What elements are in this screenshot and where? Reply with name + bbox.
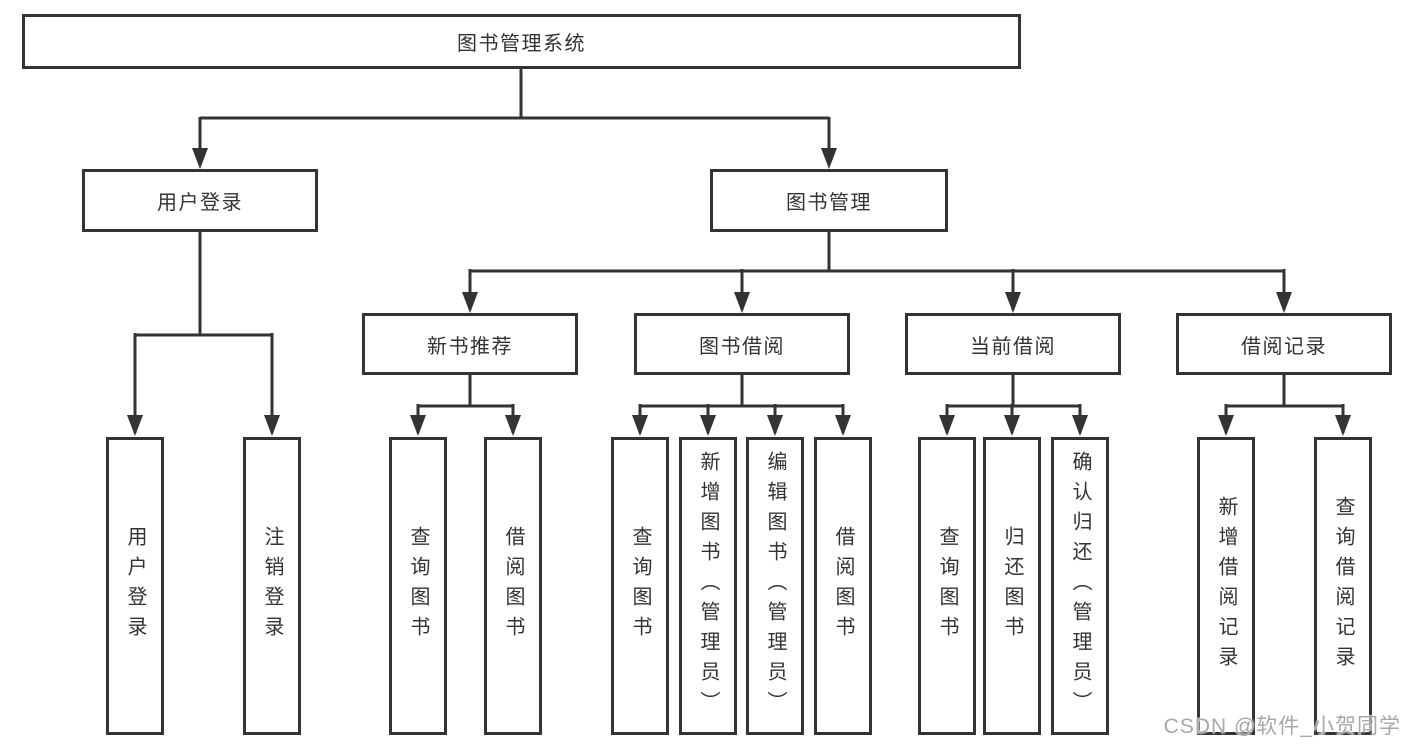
leaf-current-query-books-label: 查询图书	[936, 526, 958, 646]
node-library-system: 图书管理系统	[22, 14, 1021, 69]
leaf-borrowing-add-books-admin: 新增图书（管理员）	[679, 437, 737, 735]
node-book-borrowing-label: 图书借阅	[699, 335, 785, 358]
arrowhead-icon	[1005, 292, 1021, 313]
node-borrowing-records: 借阅记录	[1176, 313, 1392, 375]
arrowhead-icon	[1072, 415, 1088, 436]
arrowhead-icon	[505, 415, 521, 436]
node-current-borrowing: 当前借阅	[905, 313, 1121, 375]
node-new-book-recommend: 新书推荐	[362, 313, 578, 375]
arrowhead-icon	[835, 415, 851, 436]
arrowhead-icon	[1004, 415, 1020, 436]
arrowhead-icon	[767, 415, 783, 436]
leaf-records-add-record-label: 新增借阅记录	[1215, 496, 1237, 676]
leaf-logout: 注销登录	[243, 437, 301, 735]
node-borrowing-records-label: 借阅记录	[1241, 335, 1327, 358]
node-book-management-label: 图书管理	[786, 192, 872, 214]
arrowhead-icon	[462, 292, 478, 313]
leaf-recommend-query-books: 查询图书	[389, 437, 447, 735]
arrowhead-icon	[410, 415, 426, 436]
leaf-user-login-label: 用户登录	[124, 526, 146, 646]
leaf-borrowing-edit-books-admin-label: 编辑图书（管理员）	[764, 451, 786, 721]
leaf-current-confirm-return-admin: 确认归还（管理员）	[1051, 437, 1109, 735]
leaf-borrowing-borrow-books: 借阅图书	[814, 437, 872, 735]
leaf-user-login: 用户登录	[106, 437, 164, 735]
leaf-borrowing-query-books: 查询图书	[611, 437, 669, 735]
arrowhead-icon	[264, 415, 280, 436]
node-new-book-recommend-label: 新书推荐	[427, 335, 513, 358]
leaf-borrowing-add-books-admin-label: 新增图书（管理员）	[697, 451, 719, 721]
node-user-login: 用户登录	[82, 169, 318, 232]
arrowhead-icon	[1335, 415, 1351, 436]
node-user-login-label: 用户登录	[157, 192, 243, 214]
node-library-system-label: 图书管理系统	[457, 33, 586, 55]
arrowhead-icon	[192, 148, 208, 169]
node-current-borrowing-label: 当前借阅	[970, 335, 1056, 358]
node-book-borrowing: 图书借阅	[634, 313, 850, 375]
node-book-management: 图书管理	[710, 169, 948, 232]
leaf-recommend-borrow-books-label: 借阅图书	[502, 526, 524, 646]
arrowhead-icon	[734, 292, 750, 313]
arrowhead-icon	[821, 148, 837, 169]
leaf-recommend-query-books-label: 查询图书	[407, 526, 429, 646]
arrowhead-icon	[632, 415, 648, 436]
leaf-records-add-record: 新增借阅记录	[1197, 437, 1255, 735]
arrowhead-icon	[1276, 292, 1292, 313]
arrowhead-icon	[127, 415, 143, 436]
leaf-borrowing-borrow-books-label: 借阅图书	[832, 526, 854, 646]
arrowhead-icon	[1218, 415, 1234, 436]
leaf-current-query-books: 查询图书	[918, 437, 976, 735]
leaf-current-return-books: 归还图书	[983, 437, 1041, 735]
leaf-current-return-books-label: 归还图书	[1001, 526, 1023, 646]
leaf-borrowing-edit-books-admin: 编辑图书（管理员）	[746, 437, 804, 735]
leaf-borrowing-query-books-label: 查询图书	[629, 526, 651, 646]
arrowhead-icon	[700, 415, 716, 436]
leaf-records-query-record: 查询借阅记录	[1314, 437, 1372, 735]
watermark: CSDN @软件_小贺同学	[1163, 715, 1401, 738]
leaf-recommend-borrow-books: 借阅图书	[484, 437, 542, 735]
leaf-logout-label: 注销登录	[261, 526, 283, 646]
arrowhead-icon	[939, 415, 955, 436]
leaf-current-confirm-return-admin-label: 确认归还（管理员）	[1069, 451, 1091, 721]
leaf-records-query-record-label: 查询借阅记录	[1332, 496, 1354, 676]
